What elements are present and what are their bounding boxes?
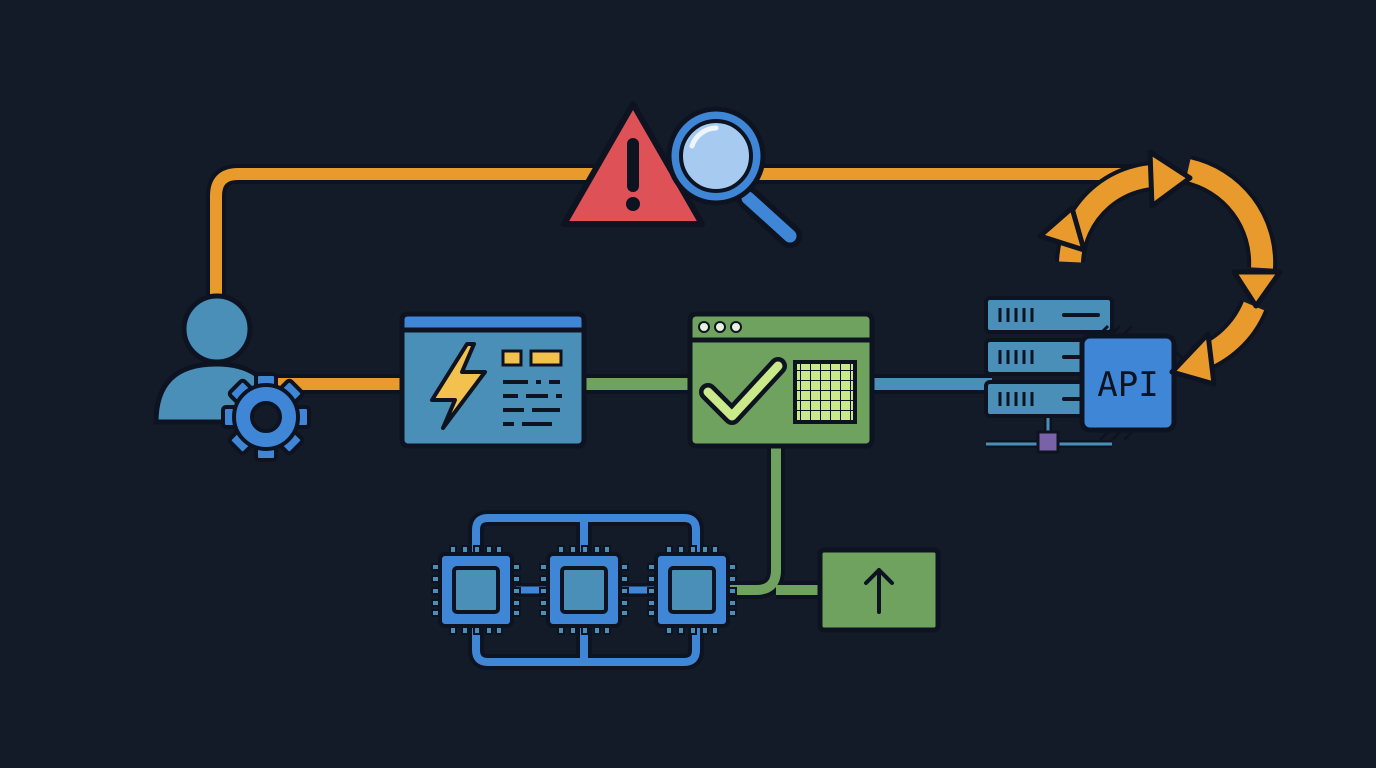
api-label: API: [1097, 365, 1158, 405]
cycle-arrowhead-bottom: [1169, 331, 1217, 387]
window-dots: [698, 321, 742, 333]
check-table-window-icon: [687, 311, 875, 449]
cycle-arrowhead-right: [1231, 269, 1283, 309]
cpu-chip-icon: [431, 545, 521, 635]
lightning-icon: [430, 342, 487, 430]
magnifier-icon: [666, 106, 802, 248]
refresh-cycle-icon: [1037, 149, 1283, 387]
dashboard-widgets: [501, 349, 563, 426]
cpu-chip-icon: [539, 545, 629, 635]
cycle-arrowhead-left: [1037, 205, 1087, 253]
processor-chips: [431, 545, 737, 635]
cycle-arrowhead-top: [1147, 149, 1193, 209]
api-badge-icon: API: [1079, 324, 1186, 442]
cpu-chip-icon: [647, 545, 737, 635]
gear-icon: [221, 372, 311, 462]
upload-arrow-icon: [817, 547, 941, 633]
lightning-dashboard-icon: [399, 311, 587, 449]
table-grid-icon: [793, 360, 857, 424]
user-settings-icon: [153, 293, 311, 462]
